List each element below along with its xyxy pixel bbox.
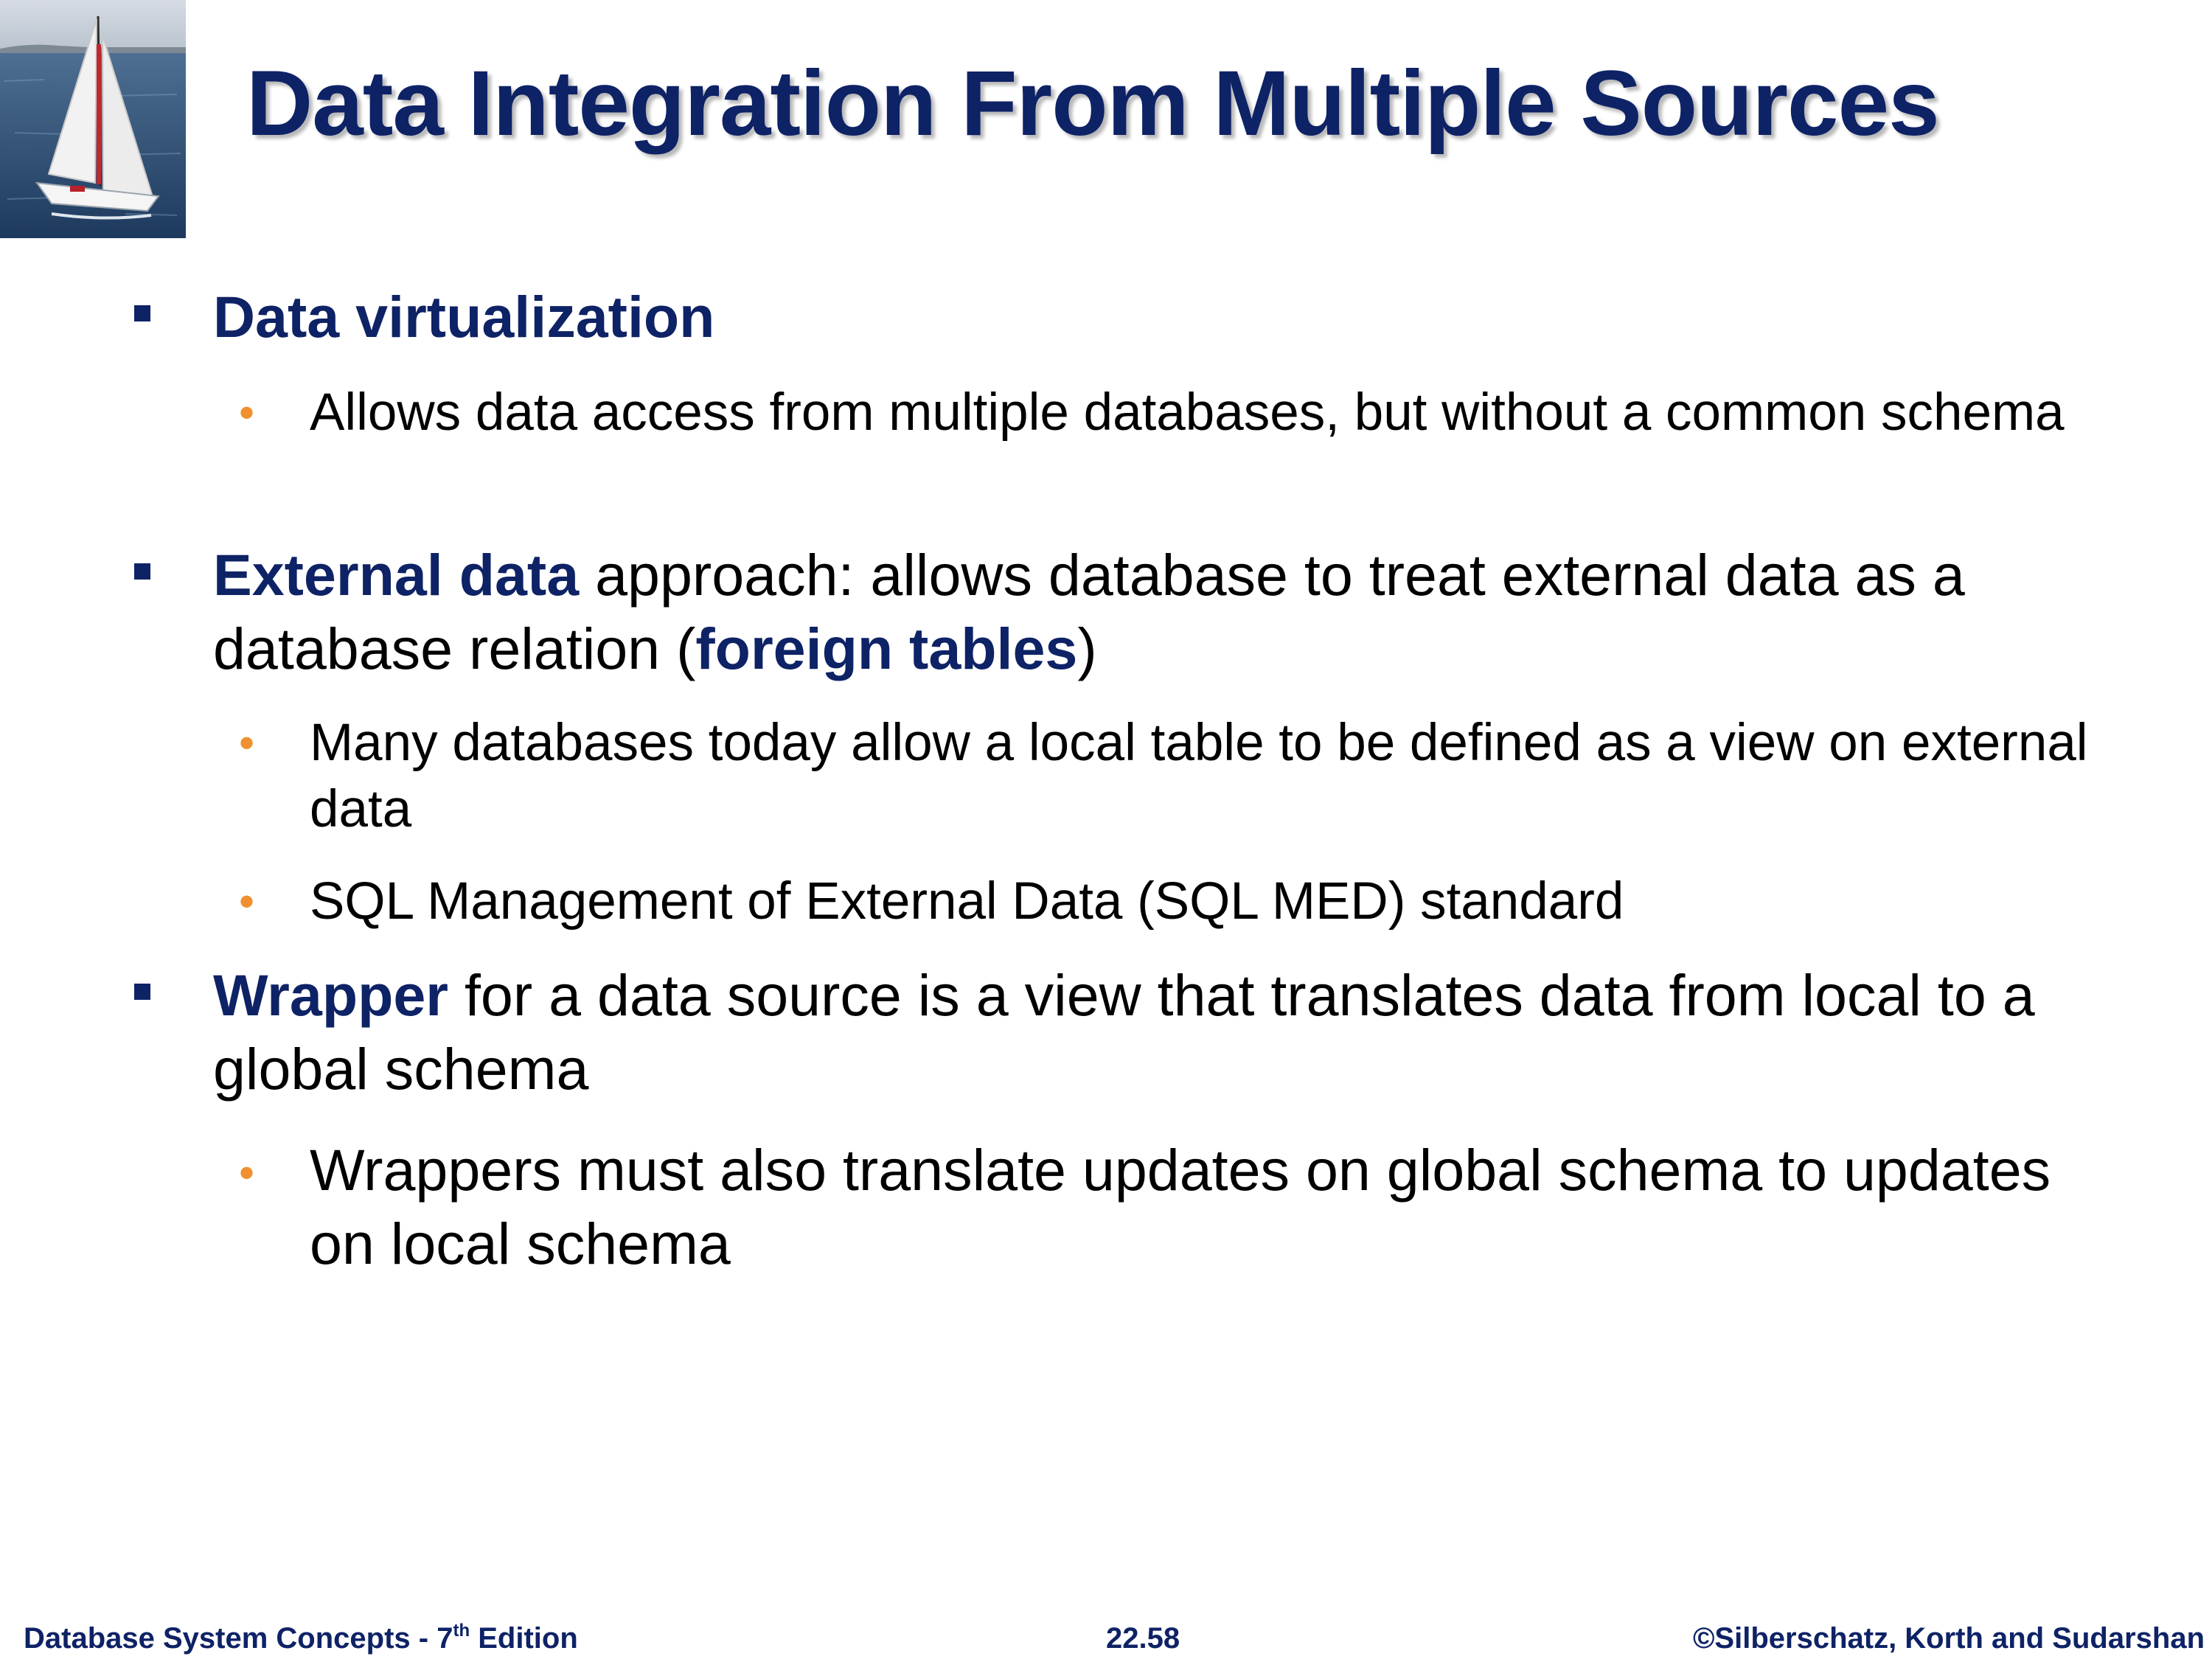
sub-bullet-text: Wrappers must also translate updates on … [310,1137,2051,1276]
bullet-text: for a data source is a view that transla… [213,962,2035,1102]
footer-book-prefix: Database System Concepts - 7 [24,1622,453,1655]
bullet-external-data: External data approach: allows database … [134,538,2115,686]
footer-book-sup: th [453,1621,470,1641]
bullet-text: approach: allows database to treat exter… [213,542,1965,681]
square-bullet-icon [134,984,150,1000]
round-bullet-icon: • [239,718,255,768]
sub-bullet: • Allows data access from multiple datab… [239,380,2094,446]
bullet-bold-term: Wrapper [213,962,449,1028]
footer-copyright: ©Silberschatz, Korth and Sudarshan [1692,1622,2205,1655]
bullet-data-virtualization: Data virtualization [134,280,2115,354]
sub-bullet-text: SQL Management of External Data (SQL MED… [310,872,1624,931]
bullet-text-end: ) [1077,616,1097,681]
slide-title: Data Integration From Multiple Sources [246,52,1940,155]
square-bullet-icon [134,305,150,321]
sailboat-logo [0,0,186,238]
round-bullet-icon: • [239,877,255,926]
bullet-bold-term: Data virtualization [213,284,715,349]
footer-book-title: Database System Concepts - 7th Edition [24,1621,578,1656]
sub-bullet-text: Many databases today allow a local table… [310,714,2088,838]
round-bullet-icon: • [239,388,255,437]
sub-bullet: • Wrappers must also translate updates o… [239,1133,2094,1281]
bullet-bold-term-2: foreign tables [695,616,1078,681]
square-bullet-icon [134,563,150,580]
footer-page-number: 22.58 [1106,1622,1180,1655]
sub-bullet-text: Allows data access from multiple databas… [310,383,2065,442]
bullet-wrapper: Wrapper for a data source is a view that… [134,959,2115,1106]
round-bullet-icon: • [239,1148,255,1197]
sub-bullet: • Many databases today allow a local tab… [239,710,2094,843]
bullet-bold-term: External data [213,542,580,608]
footer-book-suffix: Edition [470,1622,578,1655]
sub-bullet: • SQL Management of External Data (SQL M… [239,869,2094,935]
